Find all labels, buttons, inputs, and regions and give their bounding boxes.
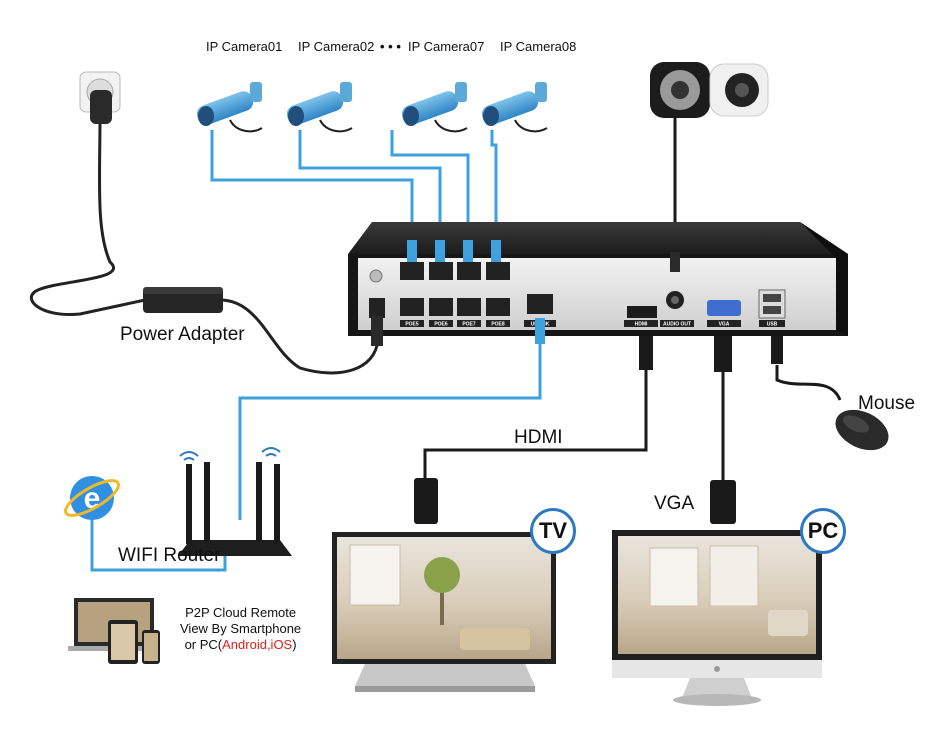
poe-ports-bottom — [400, 298, 510, 316]
cable-router-uplink — [238, 340, 542, 520]
internet-browser-icon: e — [64, 476, 120, 520]
cable-hdmi — [423, 370, 648, 480]
power-adapter-label: Power Adapter — [120, 324, 245, 345]
power-adapter-device — [143, 287, 223, 313]
power-cable — [30, 117, 380, 375]
p2p-line-1: P2P Cloud Remote — [185, 605, 297, 620]
vga-connector — [710, 480, 736, 524]
mouse-label: Mouse — [858, 393, 916, 414]
camera-ellipsis: • • • — [380, 39, 401, 54]
cable-camera02 — [298, 130, 442, 250]
hdmi-label: HDMI — [514, 427, 563, 448]
hdmi-connector — [414, 478, 438, 524]
camera-label-07: IP Camera07 — [408, 39, 485, 54]
camera-label-02: IP Camera02 — [298, 39, 375, 54]
p2p-platforms: Android,iOS — [222, 637, 293, 652]
mouse-icon — [835, 409, 889, 451]
ip-cameras — [196, 82, 548, 133]
port-label-poe5: POE5 — [405, 322, 419, 328]
tv-display — [332, 532, 556, 692]
wifi-router-device — [178, 447, 292, 556]
p2p-line-3-prefix: or PC( — [184, 637, 223, 652]
camera-icon — [481, 82, 548, 133]
port-label-vga: VGA — [719, 322, 730, 328]
camera-icon — [286, 82, 353, 133]
p2p-line-3-suffix: ) — [292, 637, 297, 652]
port-label-poe7: POE7 — [462, 322, 476, 328]
cable-mouse — [775, 365, 842, 401]
pc-monitor — [612, 530, 822, 706]
speakers-icon — [650, 62, 769, 118]
vga-label: VGA — [654, 493, 695, 514]
camera-label-08: IP Camera08 — [500, 39, 577, 54]
cable-camera01 — [210, 130, 414, 250]
pc-badge: PC — [800, 508, 846, 554]
wall-socket — [79, 71, 121, 124]
camera-cables — [90, 130, 542, 572]
p2p-line-3: or PC(Android,iOS) — [180, 637, 301, 653]
cable-camera07 — [390, 130, 470, 250]
wifi-signal-icon — [179, 447, 281, 461]
port-label-usb: USB — [767, 322, 778, 328]
p2p-devices-icon — [68, 598, 160, 664]
p2p-line-2: View By Smartphone — [180, 621, 302, 636]
plug-connectors — [371, 240, 783, 372]
port-label-poe8: POE8 — [491, 322, 505, 328]
nvr-recorder: POE5 POE6 POE7 POE8 UPLINK HDMI AUDIO OU… — [348, 222, 848, 336]
camera-label-01: IP Camera01 — [206, 39, 283, 54]
port-label-audio-out: AUDIO OUT — [663, 322, 691, 328]
camera-icon — [401, 82, 468, 133]
p2p-description: P2P Cloud Remote View By Smartphone or P… — [180, 605, 301, 653]
wifi-router-label: WIFI Router — [118, 545, 221, 566]
poe-ports-top — [400, 262, 510, 280]
camera-icon — [196, 82, 263, 133]
port-label-poe6: POE6 — [434, 322, 448, 328]
port-label-hdmi: HDMI — [635, 322, 648, 328]
cable-camera08 — [490, 130, 498, 250]
tv-badge: TV — [530, 508, 576, 554]
